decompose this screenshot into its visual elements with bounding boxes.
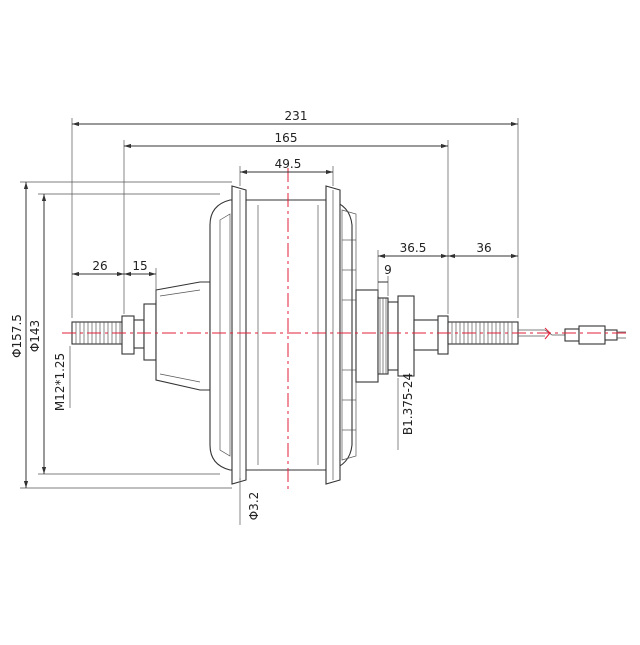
hole-diameter-label: Φ3.2 xyxy=(247,492,261,521)
right-axle-label: 36 xyxy=(476,241,491,255)
dim-outer-diameter: Φ157.5 xyxy=(10,181,232,489)
dim-hole-diameter: Φ3.2 xyxy=(239,478,261,525)
dim-body-length: 165 xyxy=(123,131,449,314)
right-axle xyxy=(447,321,519,345)
dim-right-side: 36.5 36 9 xyxy=(377,241,518,296)
thread-left-callout: M12*1.25 xyxy=(53,346,71,411)
inner-diameter-label: Φ143 xyxy=(28,320,42,352)
thread-right-label: B1.375-24 xyxy=(401,373,415,435)
dim-left-axle: 26 15 xyxy=(72,259,157,300)
left-axle xyxy=(71,303,157,361)
rim-width-label: 49.5 xyxy=(275,157,302,171)
body-length-label: 165 xyxy=(275,131,298,145)
left-hub-shoulder xyxy=(155,281,211,391)
left-axle-label: 26 xyxy=(92,259,107,273)
thread-left-label: M12*1.25 xyxy=(53,353,67,411)
motor-cable xyxy=(518,325,626,345)
outer-diameter-label: Φ157.5 xyxy=(10,314,24,358)
freewheel-gap-label: 9 xyxy=(384,263,392,277)
freewheel-assembly xyxy=(355,289,449,383)
right-span-label: 36.5 xyxy=(400,241,427,255)
hub-shell xyxy=(209,185,357,485)
thread-right-callout: B1.375-24 xyxy=(397,373,415,450)
dim-inner-diameter: Φ143 xyxy=(28,193,220,475)
left-shoulder-label: 15 xyxy=(132,259,147,273)
dim-overall-length: 231 xyxy=(71,109,519,318)
overall-length-label: 231 xyxy=(285,109,308,123)
dim-rim-width: 49.5 xyxy=(239,157,334,186)
